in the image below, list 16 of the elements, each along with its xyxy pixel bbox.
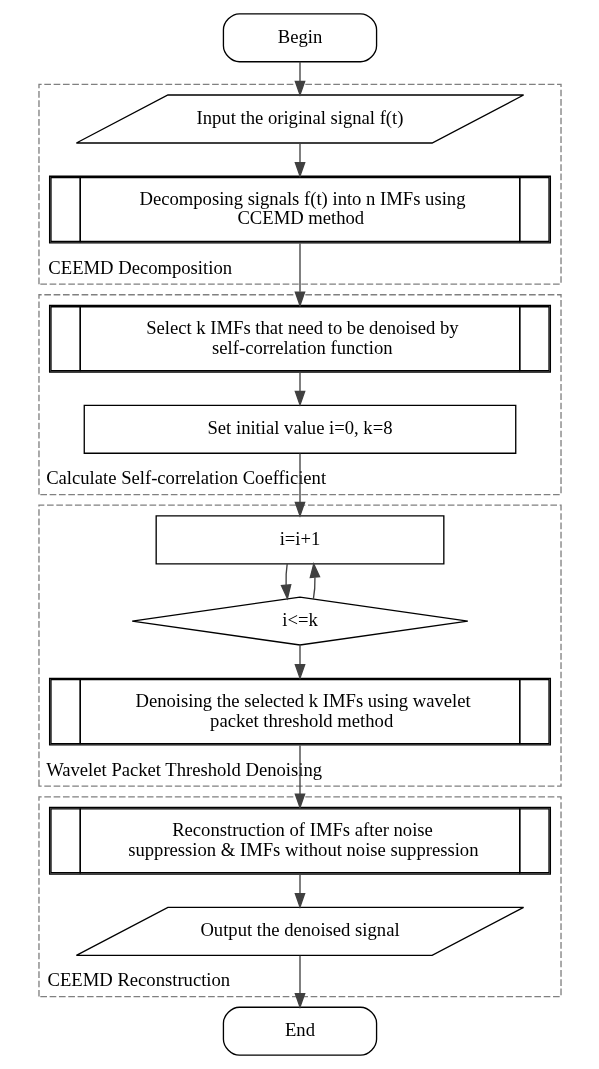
node-box: Set initial value i=0, k=8: [83, 404, 516, 454]
arrow: [293, 452, 306, 518]
arrow: [293, 242, 306, 308]
node-box: End: [222, 1006, 377, 1056]
arrow: [293, 61, 306, 97]
arrow: [308, 561, 321, 600]
arrow: [293, 644, 306, 681]
arrow: [280, 563, 292, 601]
node-box: Begin: [222, 13, 377, 63]
arrow: [293, 955, 306, 1010]
arrow: [293, 873, 306, 909]
arrow: [293, 142, 306, 179]
arrow: [293, 744, 306, 810]
node-box: i=i+1: [155, 515, 444, 565]
node-diamond: i<=k: [131, 596, 468, 646]
arrow: [293, 371, 306, 407]
